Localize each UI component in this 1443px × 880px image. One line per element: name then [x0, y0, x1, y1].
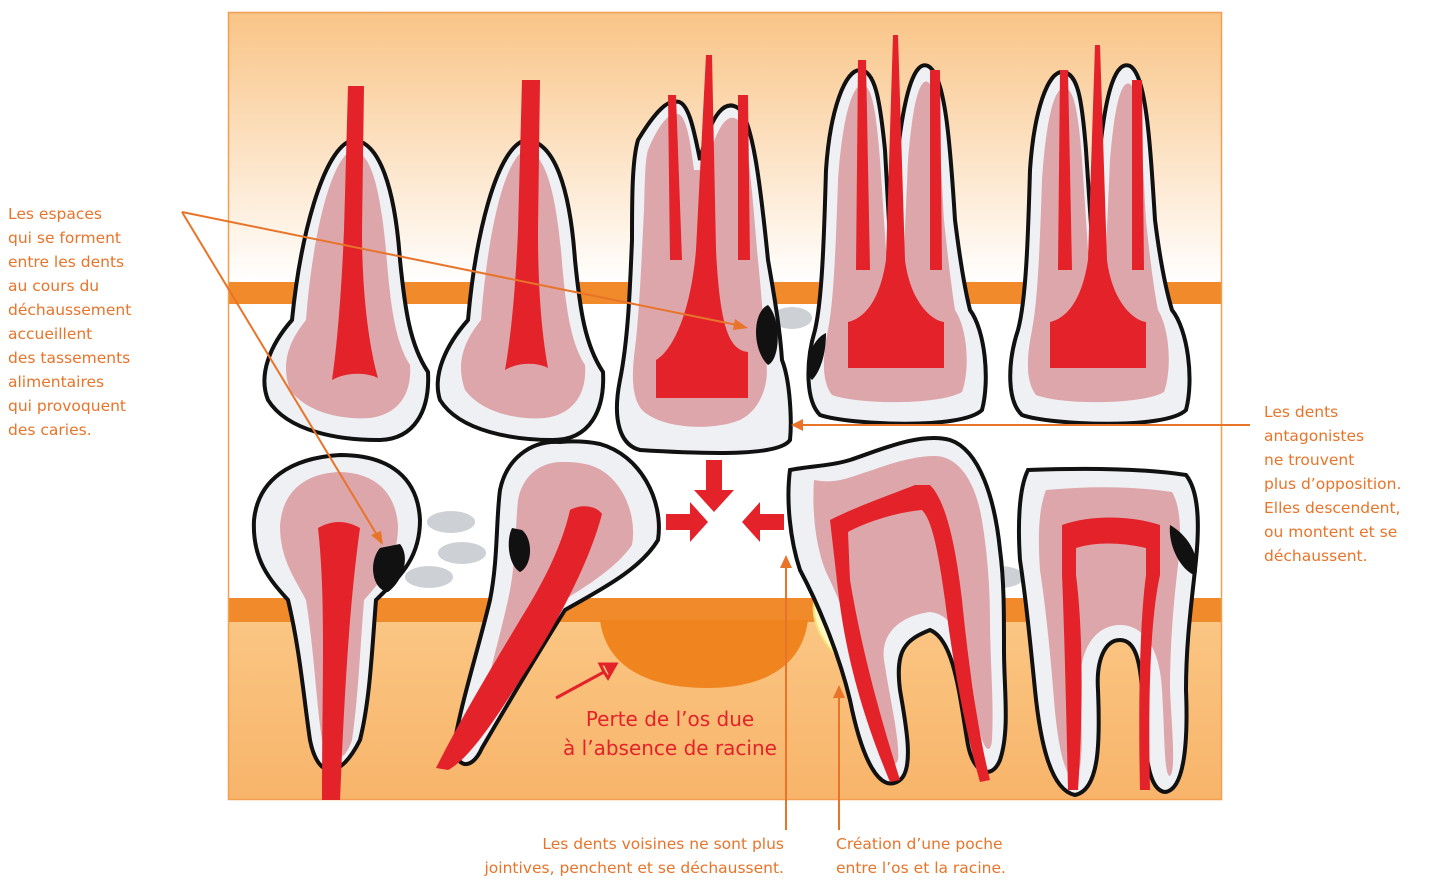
annotation-antagonist-teeth: Les dents antagonistes ne trouvent plus …	[1264, 400, 1401, 568]
annotation-gum-pocket: Création d’une poche entre l’os et la ra…	[836, 832, 1006, 880]
annotation-food-spaces: Les espaces qui se forment entre les den…	[8, 202, 131, 442]
annotation-bone-loss: Perte de l’os due à l’absence de racine	[520, 705, 820, 763]
annotation-neighbor-teeth: Les dents voisines ne sont plus jointive…	[420, 832, 784, 880]
